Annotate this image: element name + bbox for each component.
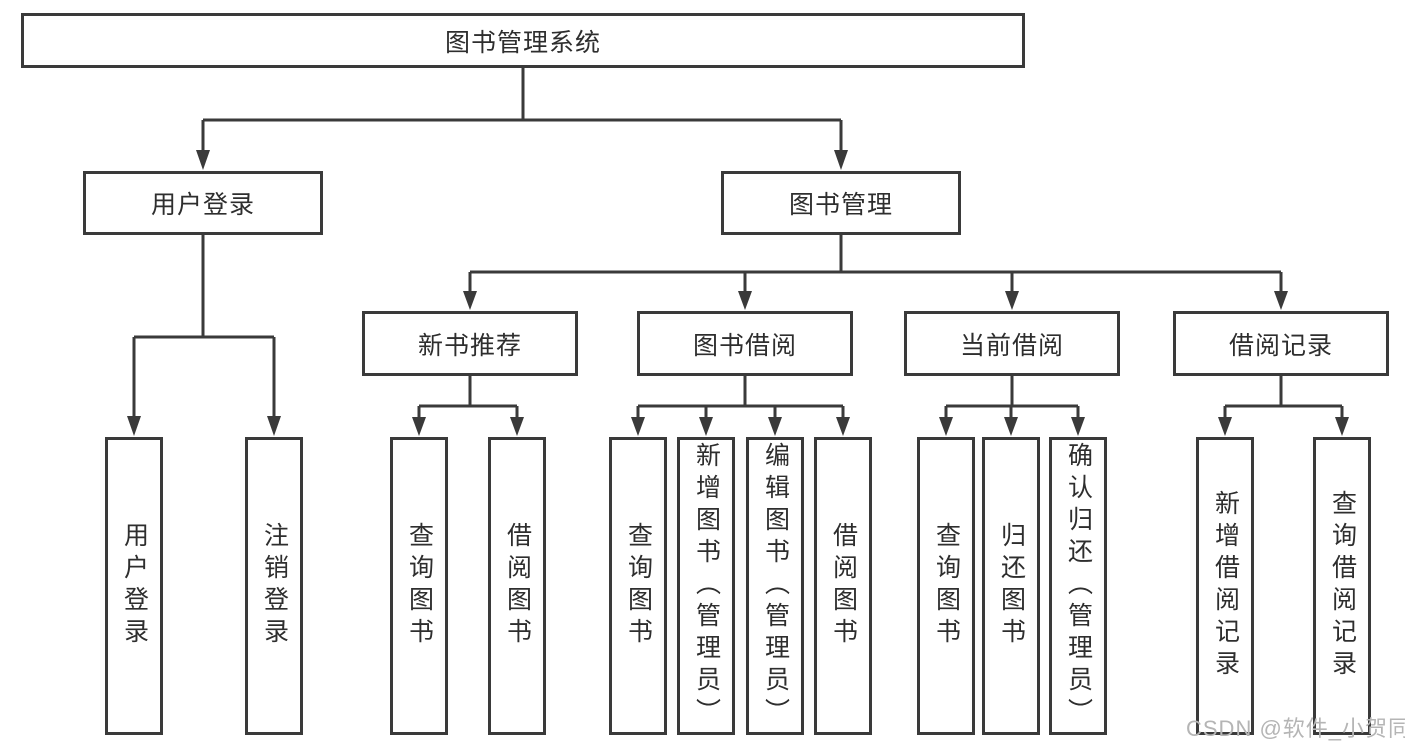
leaf-label: 确认归还（管理员） bbox=[1064, 442, 1093, 730]
leaf-logout: 注销登录 bbox=[245, 437, 303, 735]
leaf-add-books-admin: 新增图书（管理员） bbox=[677, 437, 735, 735]
leaf-label: 用户登录 bbox=[120, 522, 149, 650]
node-current-borrowing: 当前借阅 bbox=[904, 311, 1120, 376]
node-label: 当前借阅 bbox=[959, 331, 1064, 360]
node-label: 用户登录 bbox=[150, 191, 255, 219]
leaf-confirm-return-admin: 确认归还（管理员） bbox=[1049, 437, 1107, 735]
leaf-query-books-borrow: 查询图书 bbox=[609, 437, 667, 735]
leaf-edit-books-admin: 编辑图书（管理员） bbox=[746, 437, 804, 735]
leaf-label: 查询图书 bbox=[624, 522, 653, 650]
node-book-borrowing: 图书借阅 bbox=[637, 311, 853, 376]
node-book-management: 图书管理 bbox=[721, 171, 961, 235]
leaf-label: 新增借阅记录 bbox=[1211, 490, 1240, 682]
leaf-label: 查询借阅记录 bbox=[1328, 490, 1357, 682]
node-label: 借阅记录 bbox=[1228, 331, 1333, 360]
leaf-label: 借阅图书 bbox=[503, 522, 532, 650]
csdn-watermark: CSDN @软件_小贺同学 bbox=[1186, 716, 1405, 741]
node-user-login: 用户登录 bbox=[83, 171, 323, 235]
leaf-query-borrow-record: 查询借阅记录 bbox=[1313, 437, 1371, 735]
leaf-return-books: 归还图书 bbox=[982, 437, 1040, 735]
leaf-borrow-books-recommend: 借阅图书 bbox=[488, 437, 546, 735]
node-library-system: 图书管理系统 bbox=[21, 13, 1025, 68]
leaf-label: 借阅图书 bbox=[829, 522, 858, 650]
leaf-user-login: 用户登录 bbox=[105, 437, 163, 735]
node-label: 图书管理 bbox=[788, 191, 893, 219]
leaf-label: 归还图书 bbox=[997, 522, 1026, 650]
leaf-label: 查询图书 bbox=[932, 522, 961, 650]
leaf-add-borrow-record: 新增借阅记录 bbox=[1196, 437, 1254, 735]
leaf-label: 新增图书（管理员） bbox=[692, 442, 721, 730]
node-label: 新书推荐 bbox=[417, 331, 522, 360]
node-label: 图书管理系统 bbox=[444, 28, 601, 57]
node-new-book-recommend: 新书推荐 bbox=[362, 311, 578, 376]
leaf-query-books-current: 查询图书 bbox=[917, 437, 975, 735]
leaf-borrow-books: 借阅图书 bbox=[814, 437, 872, 735]
leaf-label: 查询图书 bbox=[405, 522, 434, 650]
node-label: 图书借阅 bbox=[692, 331, 797, 360]
leaf-label: 编辑图书（管理员） bbox=[761, 442, 790, 730]
leaf-label: 注销登录 bbox=[260, 522, 289, 650]
node-borrowing-records: 借阅记录 bbox=[1173, 311, 1389, 376]
leaf-query-books-recommend: 查询图书 bbox=[390, 437, 448, 735]
